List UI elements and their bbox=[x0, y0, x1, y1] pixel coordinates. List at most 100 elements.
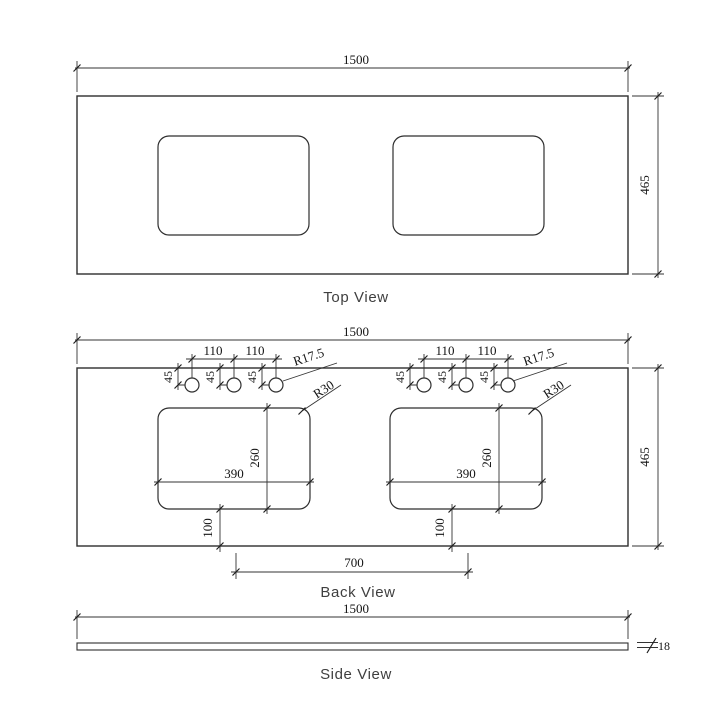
dimension-text-cutout-width: 390 bbox=[456, 466, 476, 481]
dimension-ticks bbox=[420, 355, 512, 363]
dimension-ticks bbox=[232, 568, 472, 576]
dimension-text-cutout-height: 260 bbox=[247, 448, 262, 468]
dimension-text-depth: 465 bbox=[637, 175, 652, 195]
hole-setback-dimension: 45 bbox=[203, 363, 227, 390]
hole-setback-dimension: 45 bbox=[477, 363, 501, 390]
top-view-label: Top View bbox=[323, 289, 388, 306]
dimension-text-hole-setback: 45 bbox=[245, 371, 259, 383]
back-view: 1500 465 110 110 110 110 45 bbox=[73, 324, 664, 601]
top-view-outline bbox=[76, 95, 629, 275]
faucet-hole bbox=[268, 377, 284, 393]
back-view-label: Back View bbox=[320, 584, 395, 601]
cutout-height-dimension-left: 260 bbox=[247, 403, 271, 514]
faucet-hole bbox=[500, 377, 516, 393]
dimension-text-width: 1500 bbox=[343, 52, 369, 67]
dimension-lines bbox=[418, 354, 514, 378]
dimension-ticks bbox=[448, 505, 456, 550]
dimension-lines bbox=[637, 642, 658, 648]
dimension-text-hole-setback: 45 bbox=[161, 371, 175, 383]
dimension-ticks bbox=[154, 478, 314, 486]
dimension-text-hole-pitch: 110 bbox=[245, 343, 264, 358]
dimension-text-hole-pitch: 110 bbox=[203, 343, 222, 358]
top-view-sink-cutout-right bbox=[392, 135, 545, 236]
leader-line bbox=[282, 362, 338, 382]
bowl-centres-dimension: 700 bbox=[231, 553, 473, 579]
hole-setback-dimension: 45 bbox=[161, 363, 185, 390]
dimension-ticks bbox=[73, 64, 632, 72]
hole-setback-dimension: 45 bbox=[393, 363, 417, 390]
top-view: 1500 465 Top View bbox=[73, 52, 664, 306]
faucet-hole bbox=[184, 377, 200, 393]
dimension-lines bbox=[186, 354, 282, 378]
cutout-bottom-offset-dimension-right: 100 bbox=[432, 504, 456, 552]
top-view-depth-dimension: 465 bbox=[632, 92, 664, 278]
dimension-text-bottom-offset: 100 bbox=[200, 518, 215, 538]
leader-tick bbox=[528, 407, 536, 415]
leader-line bbox=[531, 384, 572, 412]
dimension-text-bowl-centres: 700 bbox=[344, 555, 364, 570]
dimension-text-cutout-width: 390 bbox=[224, 466, 244, 481]
dimension-text-hole-setback: 45 bbox=[393, 371, 407, 383]
dimension-ticks bbox=[73, 336, 632, 344]
hole-pitch-dimension-left: 110 110 bbox=[186, 343, 282, 378]
dimension-lines bbox=[75, 333, 630, 364]
dimension-text-cutout-height: 260 bbox=[479, 448, 494, 468]
dimension-ticks bbox=[654, 364, 662, 550]
cutout-width-dimension-left: 390 bbox=[154, 466, 314, 486]
leader-line bbox=[301, 384, 342, 412]
leader-line bbox=[512, 362, 568, 382]
dimension-ticks bbox=[73, 613, 632, 621]
dimension-ticks bbox=[258, 364, 266, 389]
top-view-width-dimension: 1500 bbox=[73, 52, 632, 92]
side-view-thickness-dimension: 18 bbox=[637, 637, 670, 654]
cutout-width-dimension-right: 390 bbox=[386, 466, 546, 486]
dimension-ticks bbox=[406, 364, 414, 389]
dimension-lines bbox=[231, 553, 473, 579]
side-view: 1500 18 Side View bbox=[73, 601, 670, 683]
dimension-text-bottom-offset: 100 bbox=[432, 518, 447, 538]
top-view-sink-cutout-left bbox=[157, 135, 310, 236]
cutout-bottom-offset-dimension-left: 100 bbox=[200, 504, 224, 552]
faucet-hole bbox=[458, 377, 474, 393]
hole-pitch-dimension-right: 110 110 bbox=[418, 343, 514, 378]
faucet-hole bbox=[226, 377, 242, 393]
leader-tick bbox=[298, 407, 306, 415]
dimension-ticks bbox=[654, 92, 662, 278]
dimension-text-width: 1500 bbox=[343, 324, 369, 339]
dimension-text-hole-radius: R17.5 bbox=[291, 345, 326, 369]
dimension-text-depth: 465 bbox=[637, 447, 652, 467]
back-view-sink-cutout-left bbox=[157, 407, 311, 510]
dimension-text-hole-pitch: 110 bbox=[477, 343, 496, 358]
dimension-tick bbox=[646, 637, 657, 654]
faucet-hole bbox=[416, 377, 432, 393]
dimension-text-hole-setback: 45 bbox=[435, 371, 449, 383]
dimension-ticks bbox=[216, 364, 224, 389]
dimension-text-hole-pitch: 110 bbox=[435, 343, 454, 358]
cutout-height-dimension-right: 260 bbox=[479, 403, 503, 514]
dimension-ticks bbox=[216, 505, 224, 550]
hole-setback-dimension: 45 bbox=[435, 363, 459, 390]
dimension-ticks bbox=[495, 404, 503, 513]
side-view-width-dimension: 1500 bbox=[73, 601, 632, 639]
dimension-text-hole-setback: 45 bbox=[477, 371, 491, 383]
side-view-label: Side View bbox=[320, 666, 392, 683]
dimension-lines bbox=[75, 610, 630, 639]
back-view-outline bbox=[76, 367, 629, 547]
dimension-lines bbox=[75, 61, 630, 92]
dimension-ticks bbox=[490, 364, 498, 389]
back-view-sink-cutout-right bbox=[389, 407, 543, 510]
dimension-ticks bbox=[263, 404, 271, 513]
dimension-text-hole-radius: R17.5 bbox=[521, 345, 556, 369]
dimension-ticks bbox=[188, 355, 280, 363]
dimension-text-hole-setback: 45 bbox=[203, 371, 217, 383]
side-view-slab bbox=[76, 642, 629, 651]
hole-setback-dimension: 45 bbox=[245, 363, 269, 390]
dimension-text-width: 1500 bbox=[343, 601, 369, 616]
back-view-width-dimension: 1500 bbox=[73, 324, 632, 364]
dimension-ticks bbox=[448, 364, 456, 389]
dimension-text-thickness: 18 bbox=[658, 639, 670, 653]
dimension-ticks bbox=[174, 364, 182, 389]
dimension-ticks bbox=[386, 478, 546, 486]
